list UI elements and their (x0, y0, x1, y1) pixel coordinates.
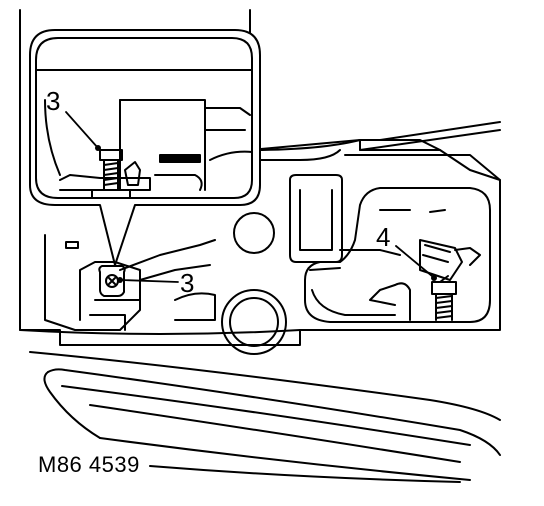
inset-bolt (91, 149, 131, 199)
inset-frame (29, 29, 261, 266)
right-pocket (304, 187, 491, 323)
leader-lines (65, 111, 433, 283)
body-recess (289, 174, 343, 263)
inset-detail (35, 69, 253, 191)
figure-code: M86 4539 (38, 452, 140, 477)
callout-label-right-bolt: 4 (376, 222, 391, 252)
callout-label-main-bolt: 3 (180, 268, 195, 298)
lower-trim (29, 351, 501, 483)
leader-tips (95, 145, 437, 283)
callout-label-inset-bolt: 3 (46, 86, 61, 116)
body-panel (19, 9, 501, 346)
right-bolt (431, 275, 457, 321)
round-hole-upper (233, 212, 275, 254)
round-hole-lower (221, 289, 287, 355)
